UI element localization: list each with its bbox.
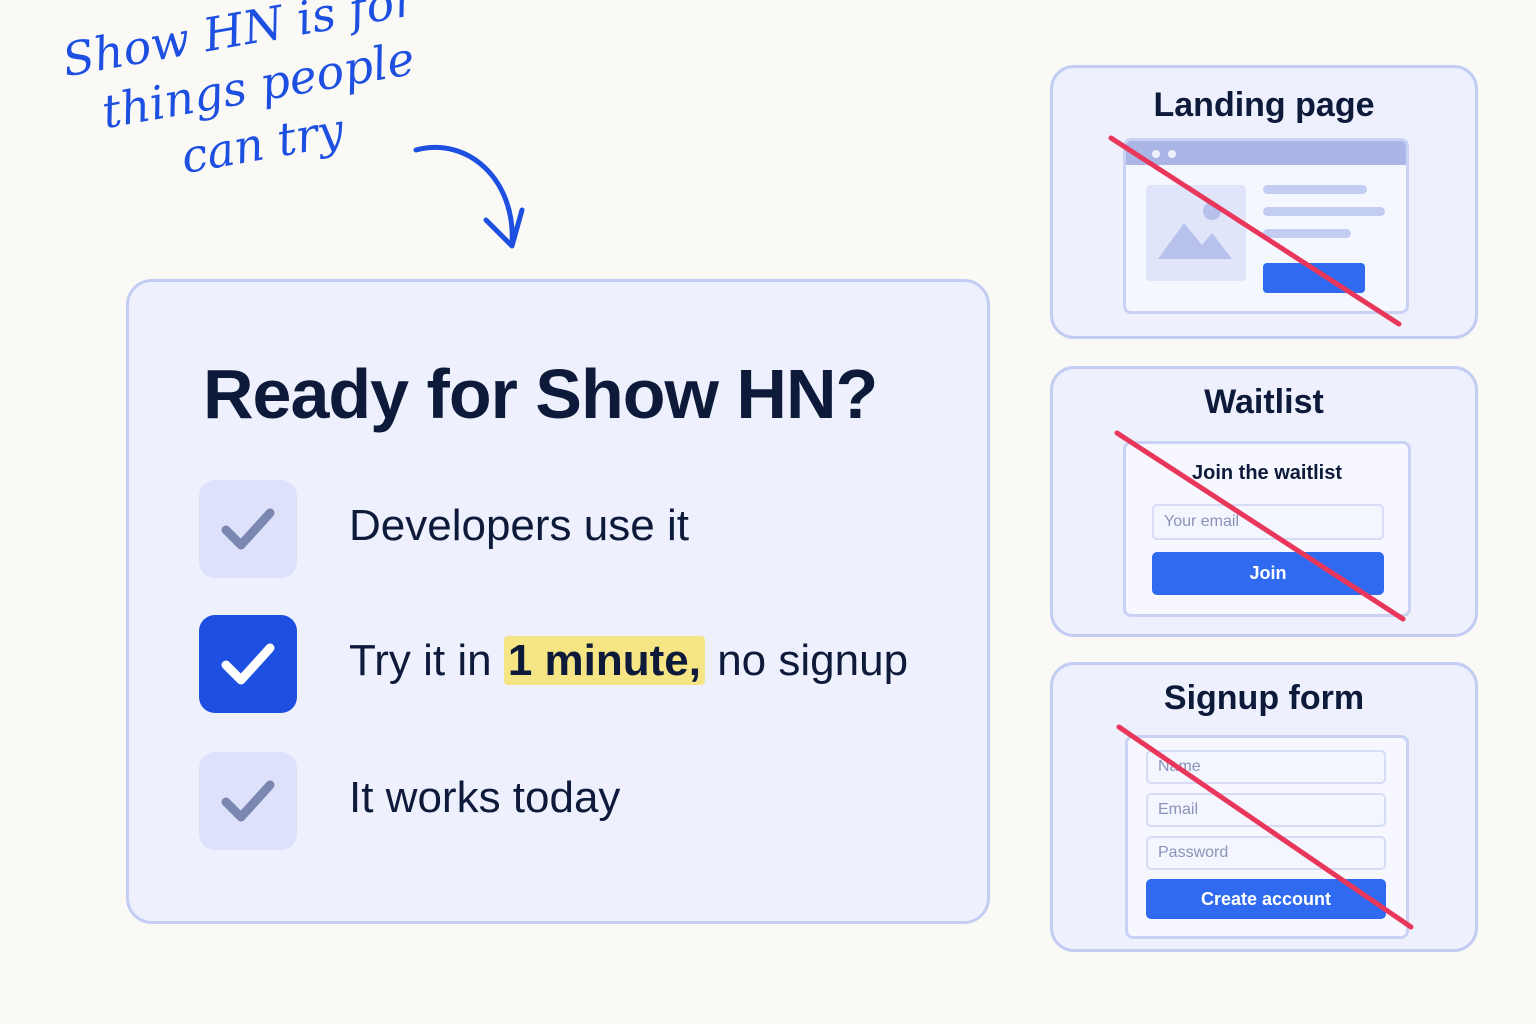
label-text: Try it in <box>349 636 504 685</box>
landing-page-card: Landing page <box>1050 65 1478 339</box>
form-heading: Join the waitlist <box>1191 462 1343 484</box>
email-input[interactable] <box>1152 504 1384 540</box>
card-title: Landing page <box>1153 86 1375 124</box>
checklist-item-works-today: It works today <box>199 752 959 850</box>
checklist-item-label: It works today <box>349 773 621 822</box>
signup-form-card: Signup form Create account <box>1050 662 1478 952</box>
checkmark-icon <box>221 508 275 550</box>
browser-mockup <box>1123 138 1409 314</box>
email-input[interactable] <box>1146 793 1386 827</box>
browser-bar <box>1126 141 1406 165</box>
window-dot-icon <box>1152 150 1160 158</box>
label-text: no signup <box>704 636 909 685</box>
name-input[interactable] <box>1146 750 1386 784</box>
checkmark-icon <box>221 643 275 685</box>
image-placeholder-icon <box>1146 185 1246 281</box>
checkbox[interactable] <box>199 480 297 578</box>
handwritten-note: Show HN is for things people can try <box>58 0 440 203</box>
text-placeholder <box>1263 207 1385 216</box>
checklist-title: Ready for Show HN? <box>203 355 878 433</box>
checklist-item-label: Try it in 1 minute, no signup <box>349 636 908 686</box>
window-dot-icon <box>1168 150 1176 158</box>
join-button[interactable]: Join <box>1152 552 1384 595</box>
checkmark-icon <box>221 780 275 822</box>
password-input[interactable] <box>1146 836 1386 870</box>
signup-form: Create account <box>1125 735 1409 939</box>
checklist-item-developers: Developers use it <box>199 480 959 578</box>
waitlist-form: Join the waitlist Join <box>1123 441 1411 617</box>
create-account-button[interactable]: Create account <box>1146 879 1386 919</box>
curved-arrow-icon <box>413 144 525 249</box>
text-placeholder <box>1263 229 1351 238</box>
checklist-item-try-it: Try it in 1 minute, no signup <box>199 615 959 713</box>
highlighted-text: 1 minute, <box>503 636 705 685</box>
button-placeholder <box>1263 263 1365 293</box>
checkbox[interactable] <box>199 752 297 850</box>
checklist-item-label: Developers use it <box>349 501 689 550</box>
text-placeholder <box>1263 185 1367 194</box>
card-title: Signup form <box>1163 679 1365 717</box>
checkbox-checked[interactable] <box>199 615 297 713</box>
show-hn-checklist-card: Ready for Show HN? Developers use it Try… <box>126 279 990 924</box>
card-title: Waitlist <box>1204 383 1324 421</box>
waitlist-card: Waitlist Join the waitlist Join <box>1050 366 1478 637</box>
